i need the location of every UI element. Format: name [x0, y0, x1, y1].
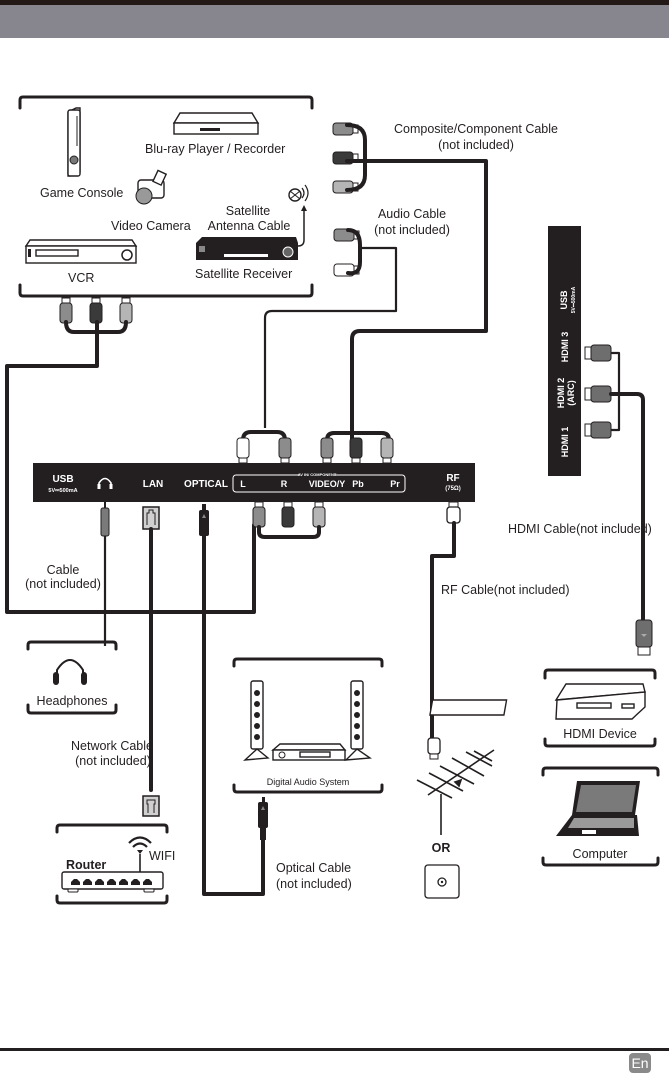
antenna-icon [416, 749, 495, 835]
router-group: WIFI Router [55, 823, 175, 905]
hdmi-cable-label: HDMI Cable(not included) [508, 522, 652, 536]
optical-plug [199, 504, 265, 896]
rf-plug-antenna [427, 737, 441, 760]
audio-cable [241, 228, 398, 453]
side-panel: USB 5V⎓500mA HDMI 3 HDMI 2 (ARC) HDMI 1 [548, 226, 645, 622]
antenna-group: OR [416, 737, 495, 899]
video-camera-icon [135, 169, 168, 205]
av-port-video-y: VIDEO/Y [309, 479, 346, 489]
network-cable-label-1: Network Cable [71, 739, 153, 753]
game-console-icon [67, 107, 81, 177]
computer-group: Computer [541, 766, 660, 867]
side-usb-rating: 5V⎓500mA [571, 286, 577, 313]
rear-panel: USB 5V⎓500mA LAN OPTICAL AV IN/ COMPONEN… [33, 437, 475, 896]
composite-component-cable-label-2: (not included) [438, 138, 514, 152]
composite-component-cable [325, 122, 488, 453]
source-devices-group: Game Console Blu-ray Player / Recorder V… [18, 95, 314, 298]
av-input-plugs-bottom [252, 501, 326, 539]
vcr-output-cable [5, 297, 256, 614]
speaker-right-icon [344, 680, 373, 761]
rear-rf-impedance: (75Ω) [445, 486, 460, 492]
side-hdmi2-label: HDMI 2 [556, 378, 566, 409]
audio-receiver-icon [271, 743, 347, 761]
footer-rule [0, 1048, 669, 1051]
audio-cable-label-1: Audio Cable [378, 207, 446, 221]
headphone-jack-plug [100, 502, 110, 646]
rear-usb-rating: 5V⎓500mA [48, 488, 77, 494]
headphones-label: Headphones [37, 694, 108, 708]
bluray-player-icon [172, 112, 260, 135]
cable-label-2: (not included) [25, 577, 101, 591]
satellite-dish-icon [288, 184, 309, 247]
satellite-receiver-icon [196, 237, 298, 260]
composite-component-cable-label-1: Composite/Component Cable [394, 122, 558, 136]
audio-cable-label-2: (not included) [374, 223, 450, 237]
optical-cable-label-1: Optical Cable [276, 861, 351, 875]
router-icon [61, 871, 164, 893]
rear-rf-label: RF [446, 473, 459, 484]
satellite-antenna-cable-label-1: Satellite [226, 204, 271, 218]
hdmi-device-icon [429, 683, 646, 720]
lan-plug [142, 506, 160, 792]
av-input-plugs-top [236, 437, 394, 464]
speaker-left-icon [243, 680, 270, 761]
headphone-port-icon [97, 477, 113, 489]
satellite-receiver-label: Satellite Receiver [195, 267, 292, 281]
wifi-icon [128, 836, 152, 872]
computer-label: Computer [573, 847, 628, 861]
rear-lan-label: LAN [143, 479, 164, 490]
top-bar [0, 0, 669, 5]
section-header-band [0, 5, 669, 38]
rear-usb-label: USB [52, 474, 73, 485]
headphones-icon [53, 659, 87, 685]
bluray-label: Blu-ray Player / Recorder [145, 142, 285, 156]
game-console-label: Game Console [40, 186, 123, 200]
av-port-l: L [240, 479, 246, 489]
vcr-label: VCR [68, 271, 94, 285]
vcr-icon [24, 239, 138, 264]
cable-label-1: Cable [47, 563, 80, 577]
bracket-bottom [18, 283, 314, 298]
wall-rf-outlet-icon [424, 864, 460, 899]
rf-plug [430, 501, 461, 740]
digital-audio-system-group: Digital Audio System [232, 657, 384, 840]
bracket-top [18, 95, 314, 110]
av-port-pr: Pr [390, 479, 400, 489]
language-badge: En [629, 1053, 651, 1073]
optical-cable-label-2: (not included) [276, 877, 352, 891]
av-port-pb: Pb [352, 479, 364, 489]
side-hdmi3-label: HDMI 3 [560, 332, 570, 363]
side-usb-label: USB [559, 290, 569, 310]
optical-plug-audio [258, 797, 268, 840]
wifi-label: WIFI [149, 849, 175, 863]
hdmi-device-label: HDMI Device [563, 727, 637, 741]
network-cable-label-2: (not included) [75, 754, 151, 768]
digital-audio-system-label: Digital Audio System [267, 777, 350, 787]
hdmi-device-group: HDMI Device [429, 668, 657, 748]
av-component-group-label: AV IN/ COMPONENT [298, 472, 337, 477]
side-hdmi2-arc: (ARC) [566, 380, 576, 406]
laptop-icon [556, 781, 640, 836]
rear-optical-label: OPTICAL [184, 479, 228, 490]
side-hdmi1-label: HDMI 1 [560, 427, 570, 458]
or-label: OR [432, 841, 451, 855]
satellite-antenna-cable-label-2: Antenna Cable [208, 219, 291, 233]
video-camera-label: Video Camera [111, 219, 191, 233]
network-plug-router [142, 795, 160, 817]
av-port-r: R [281, 479, 288, 489]
hdmi-plugs [584, 344, 645, 622]
rf-cable-label: RF Cable(not included) [441, 583, 570, 597]
headphones-group: Headphones [26, 640, 118, 715]
router-label: Router [66, 858, 106, 872]
hdmi-plug-device [635, 619, 653, 656]
